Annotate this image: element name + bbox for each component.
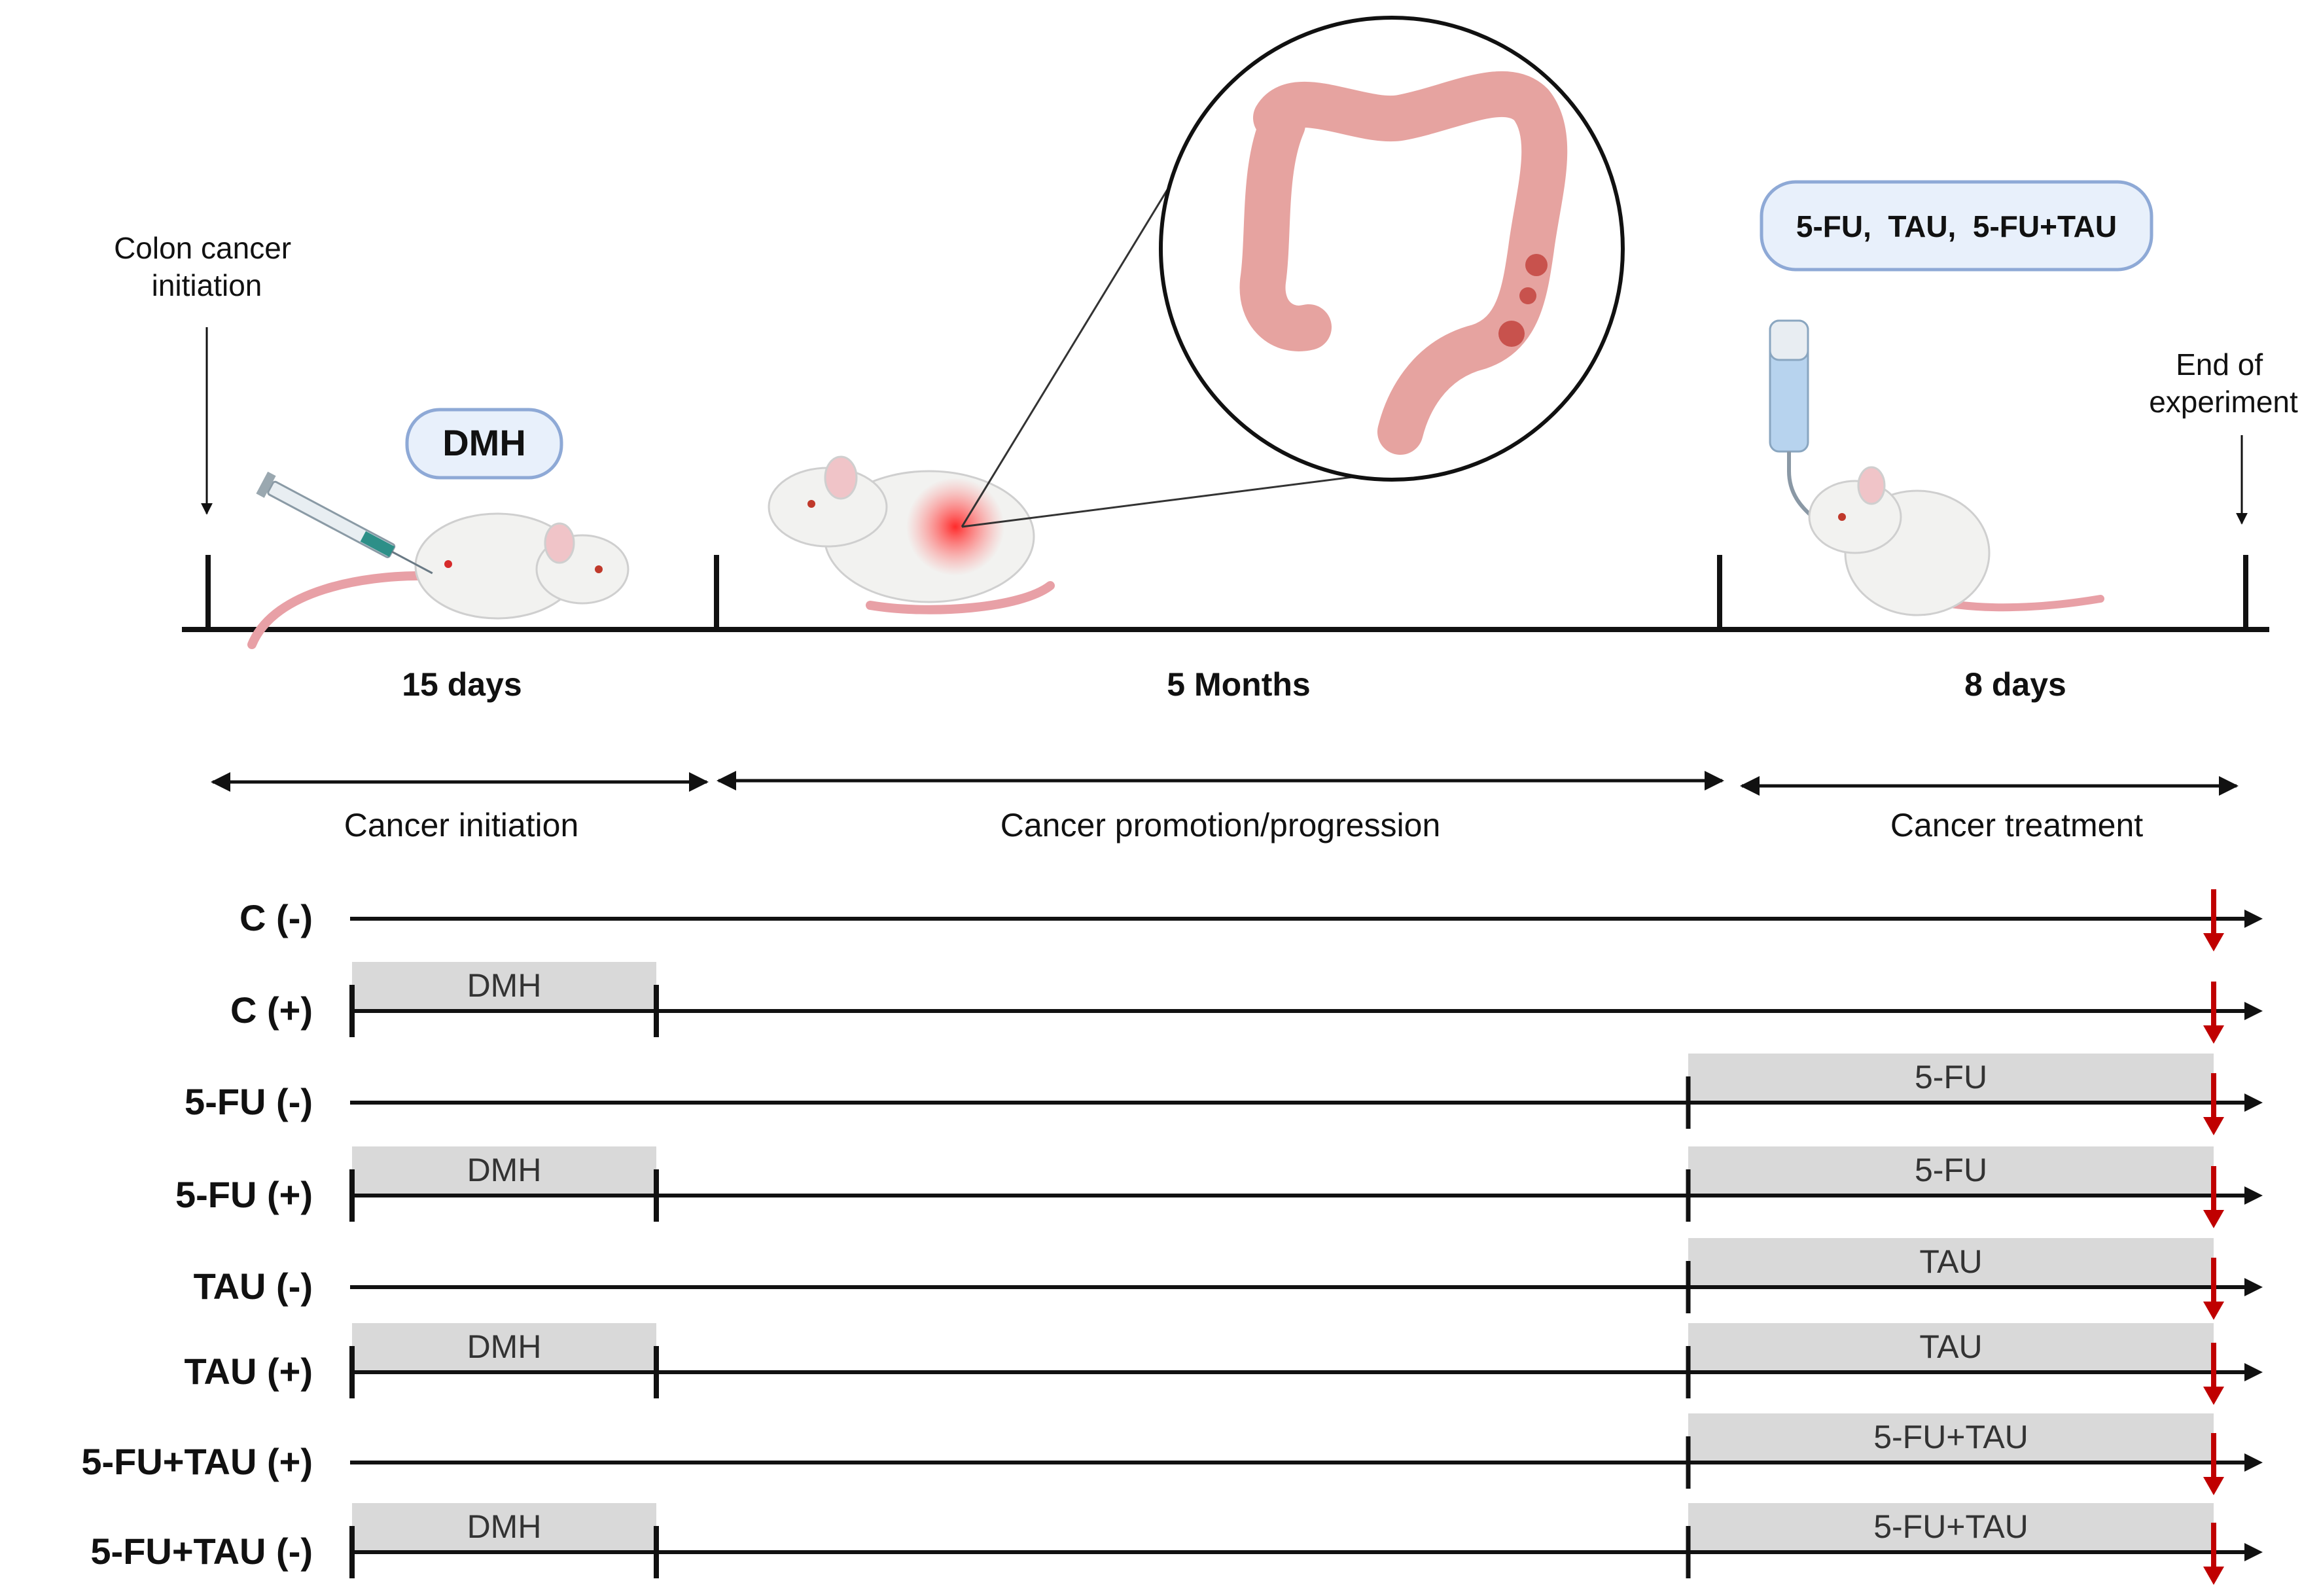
end-arrowhead-icon [2203, 1210, 2224, 1228]
treatment-bar [1688, 1238, 2214, 1287]
end-arrowhead-icon [2203, 1025, 2224, 1044]
treatment-bar-label: 5-FU [1915, 1059, 1987, 1095]
dmh-bar-label: DMH [467, 1152, 542, 1188]
treatment-bar [1688, 1413, 2214, 1463]
row-arrowhead-icon [2244, 1453, 2263, 1472]
bottle-cap [1769, 319, 1809, 361]
treatment-badge [1760, 180, 2153, 272]
group-label: 5-FU+TAU (-) [90, 1531, 313, 1572]
treatment-bar-label: TAU [1919, 1328, 1982, 1365]
dmh-bar-label: DMH [467, 1328, 542, 1365]
treatment-bar [1688, 1503, 2214, 1552]
group-label: TAU (+) [185, 1351, 313, 1392]
dmh-bar [352, 1146, 656, 1196]
mouse-tumor-illustration [768, 183, 1358, 614]
mouse-injection-illustration [247, 471, 629, 649]
end-arrowhead-icon [2203, 1567, 2224, 1585]
group-rows: C (-) C (+) DMH 5-FU (-) 5-FU 5-FU (+) DMH 5-FU… [81, 889, 2263, 1585]
treatment-bar-label: 5-FU [1915, 1152, 1987, 1188]
row-arrowhead-icon [2244, 1186, 2263, 1205]
phase-label-initiation: Cancer initiation [344, 807, 579, 843]
row-arrowhead-icon [2244, 910, 2263, 928]
group-label: C (+) [230, 989, 313, 1031]
mouse-eye [1838, 513, 1846, 521]
treatment-bar-label: TAU [1919, 1243, 1982, 1280]
top-timeline: Colon cancer initiation End of experimen… [114, 180, 2298, 843]
treatment-bar [1688, 1054, 2214, 1103]
mouse-ear [544, 522, 575, 564]
dmh-badge [405, 408, 563, 480]
group-label: 5-FU+TAU (+) [81, 1441, 313, 1482]
phase-label-promotion: Cancer promotion/progression [1000, 807, 1441, 843]
bottle-spout [1787, 452, 1815, 519]
treatment-bar [1688, 1323, 2214, 1372]
duration-promotion: 5 Months [1167, 666, 1310, 703]
end-arrowhead-icon [2203, 1302, 2224, 1320]
duration-treatment: 8 days [1964, 666, 2066, 703]
end-arrowhead-icon [2203, 1387, 2224, 1405]
row-arrowhead-icon [2244, 1363, 2263, 1381]
mouse-ear [1857, 466, 1886, 505]
syringe-icon [256, 471, 433, 575]
dmh-badge-label: DMH [442, 422, 526, 463]
treatment-badge-label: 5-FU, TAU, 5-FU+TAU [1796, 209, 2117, 243]
end-arrowhead-icon [2203, 1117, 2224, 1135]
row-arrowhead-icon [2244, 1278, 2263, 1296]
zoom-line [961, 183, 1173, 527]
end-arrowhead-icon [2203, 1477, 2224, 1495]
mouse-tail [866, 581, 1055, 614]
dmh-bar-label: DMH [467, 967, 542, 1004]
tumor-icon [1498, 321, 1525, 347]
end-marker-label: End of experiment [2149, 347, 2298, 419]
treatment-bar-label: 5-FU+TAU [1873, 1419, 2028, 1455]
tumor-icon [1519, 287, 1536, 304]
treatment-bar-label: 5-FU+TAU [1873, 1508, 2028, 1545]
row-arrowhead-icon [2244, 1093, 2263, 1112]
start-marker-label: Colon cancer initiation [114, 231, 300, 302]
injection-site [444, 560, 452, 568]
colon-zoom-illustration [1159, 16, 1625, 482]
row-arrowhead-icon [2244, 1002, 2263, 1020]
duration-initiation: 15 days [402, 666, 522, 703]
dmh-bar [352, 1503, 656, 1552]
dmh-bar [352, 1323, 656, 1372]
mouse-drinking-illustration [1769, 319, 2104, 616]
tumor-icon [1525, 254, 1548, 276]
dmh-bar [352, 962, 656, 1011]
mouse-eye [595, 565, 603, 573]
tumor-glow-icon [906, 478, 1004, 576]
phase-label-treatment: Cancer treatment [1890, 807, 2143, 843]
treatment-bar [1688, 1146, 2214, 1196]
group-label: 5-FU (-) [185, 1081, 313, 1122]
mouse-ear [824, 455, 858, 500]
mouse-tail [247, 571, 423, 649]
mouse-eye [807, 500, 815, 508]
row-arrowhead-icon [2244, 1543, 2263, 1561]
group-label: TAU (-) [194, 1266, 313, 1307]
zoom-line [961, 475, 1358, 528]
dmh-bar-label: DMH [467, 1508, 542, 1545]
colon-icon [1239, 71, 1568, 455]
mouse-head [1808, 480, 1902, 554]
end-arrowhead-icon [2203, 933, 2224, 951]
group-label: 5-FU (+) [175, 1174, 313, 1215]
group-label: C (-) [239, 897, 313, 938]
